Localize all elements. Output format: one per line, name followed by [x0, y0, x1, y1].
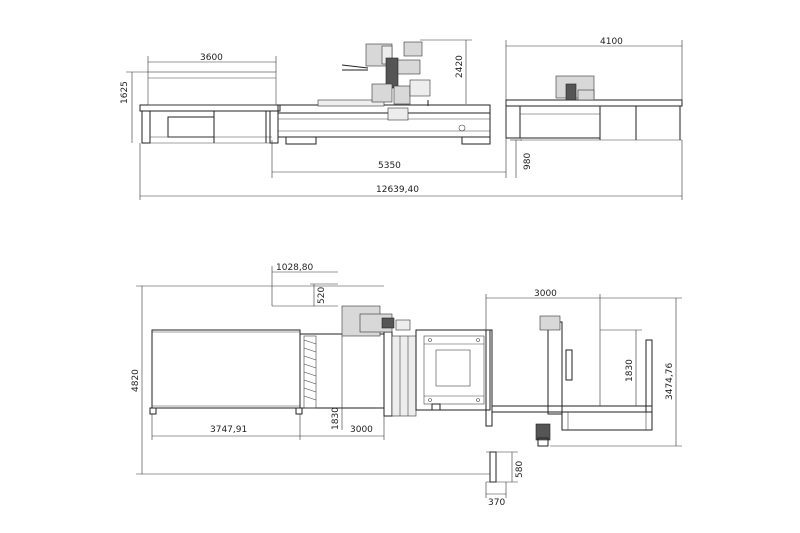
side-outfeed-unit — [505, 75, 683, 141]
dim-top-3474-76: 3474,76 — [665, 363, 675, 400]
dim-top-1028-80: 1028,80 — [276, 263, 313, 273]
dim-side-3600: 3600 — [200, 53, 223, 63]
dim-side-4100: 4100 — [600, 37, 623, 47]
top-conveyor-stub — [489, 451, 497, 483]
side-main-machine — [277, 41, 491, 145]
side-dimensions — [126, 39, 683, 200]
dim-top-370: 370 — [488, 498, 505, 508]
dim-side-980: 980 — [523, 153, 533, 170]
top-view: 1028,80 520 4820 3000 1830 3474,76 3747,… — [131, 263, 682, 508]
dim-top-4820: 4820 — [131, 369, 141, 392]
dim-top-580: 580 — [515, 461, 525, 478]
top-infeed-table — [149, 329, 303, 415]
top-dimensions — [136, 266, 682, 498]
side-infeed-table — [139, 71, 281, 144]
dim-top-520: 520 — [317, 287, 327, 304]
dim-top-3000-center: 3000 — [350, 425, 373, 435]
top-outfeed-unit — [485, 315, 653, 447]
dim-top-1830-center: 1830 — [331, 407, 341, 430]
dim-top-3747-91: 3747,91 — [210, 425, 247, 435]
side-view: 3600 1625 2420 4100 5350 980 12639,40 — [120, 37, 683, 200]
dim-side-total: 12639,40 — [376, 185, 419, 195]
dim-top-1830-right: 1830 — [625, 359, 635, 382]
dim-side-5350: 5350 — [378, 161, 401, 171]
dim-side-1625: 1625 — [120, 81, 130, 104]
dim-top-3000-right: 3000 — [534, 289, 557, 299]
dim-side-2420: 2420 — [455, 55, 465, 78]
top-main-machine — [299, 305, 491, 417]
